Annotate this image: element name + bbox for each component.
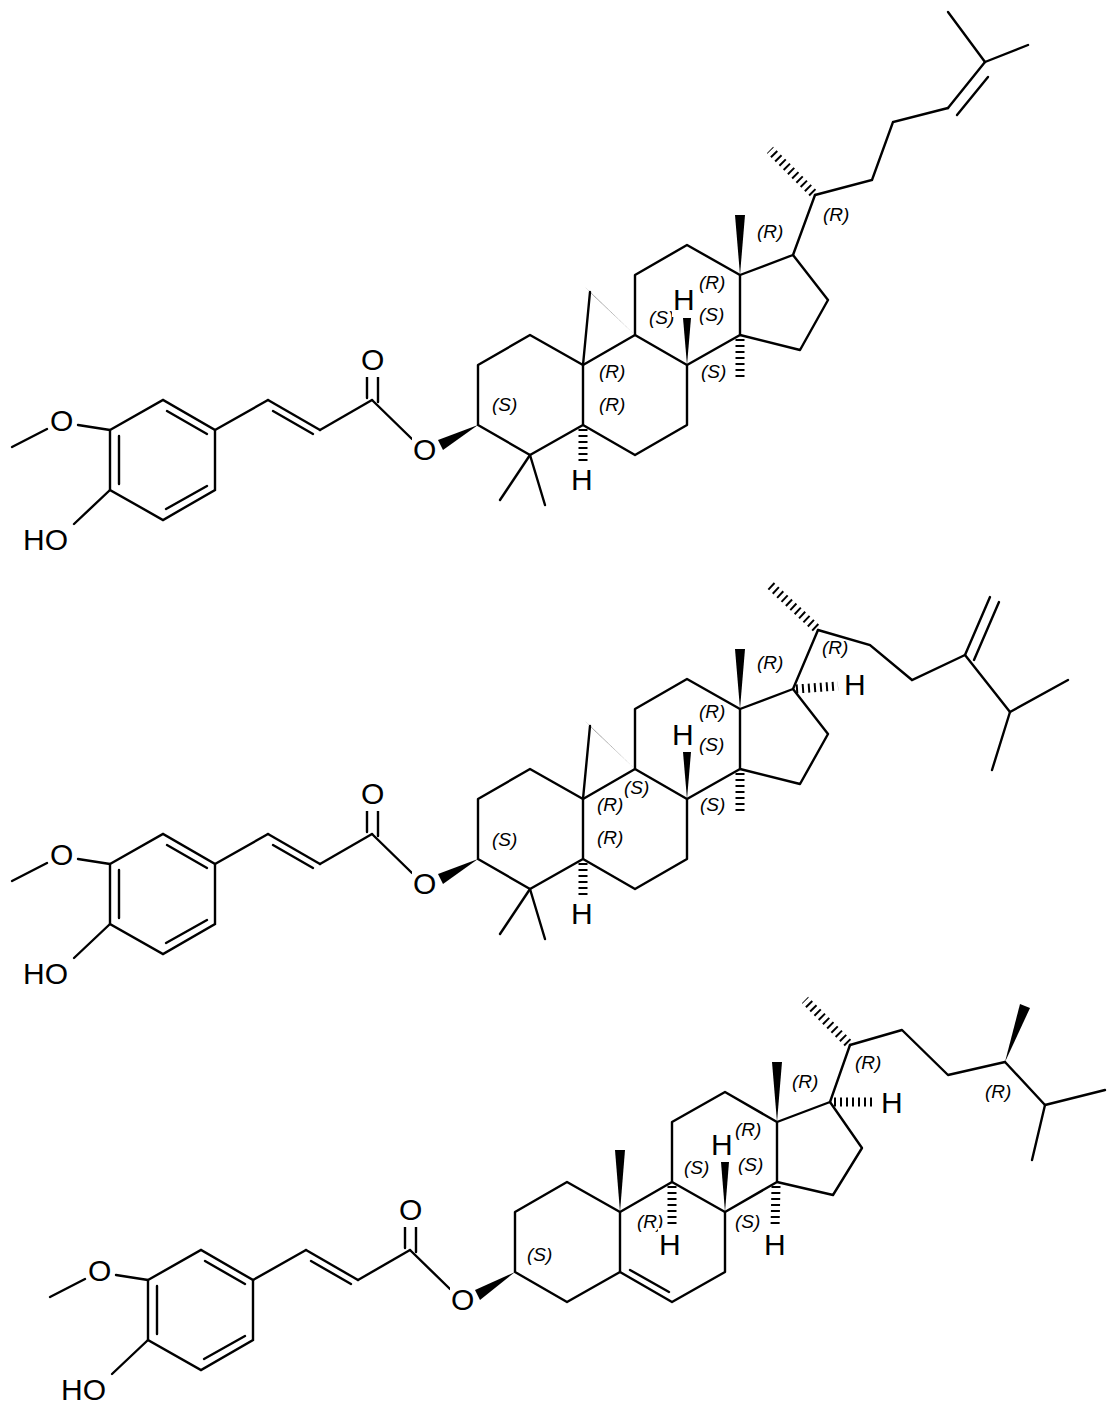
stereo-label: (S)	[699, 794, 726, 816]
stereo-label: (R)	[598, 394, 626, 416]
stereo-label: (S)	[737, 1154, 764, 1176]
stereo-label: (R)	[596, 794, 624, 816]
stereo-label: (S)	[491, 829, 518, 851]
atom-label: O	[450, 1283, 475, 1317]
stereo-label: (R)	[698, 272, 726, 294]
stereo-label: (S)	[698, 734, 725, 756]
stereo-label: (R)	[756, 221, 784, 243]
atom-label: O	[412, 433, 437, 467]
stereo-label: (S)	[623, 777, 650, 799]
stereo-label: (R)	[598, 361, 626, 383]
atom-label: H	[570, 897, 594, 931]
atom-label: HO	[60, 1373, 107, 1407]
atom-label: HO	[22, 957, 69, 991]
atom-label: O	[87, 1254, 112, 1288]
stereo-label: (R)	[854, 1052, 882, 1074]
atom-label: H	[710, 1128, 734, 1162]
atom-label: H	[672, 283, 696, 317]
stereo-label: (S)	[698, 304, 725, 326]
stereo-label: (S)	[700, 361, 727, 383]
molecule-2	[12, 585, 1068, 958]
stereo-label: (S)	[526, 1244, 553, 1266]
atom-label: HO	[22, 523, 69, 557]
stereo-label: (S)	[734, 1211, 761, 1233]
atom-label: H	[880, 1086, 904, 1120]
atom-label: H	[763, 1228, 787, 1262]
atom-label: O	[360, 343, 385, 377]
atom-label: H	[658, 1228, 682, 1262]
stereo-label: (R)	[756, 652, 784, 674]
atom-label: H	[671, 718, 695, 752]
stereo-label: (S)	[683, 1157, 710, 1179]
molecule-1	[12, 12, 1028, 524]
stereo-label: (R)	[821, 637, 849, 659]
stereo-label: (R)	[791, 1071, 819, 1093]
stereo-label: (S)	[491, 394, 518, 416]
atom-label: O	[412, 867, 437, 901]
molecule-3	[50, 1000, 1105, 1374]
atom-label: O	[49, 838, 74, 872]
stereo-label: (R)	[596, 827, 624, 849]
stereo-label: (R)	[822, 204, 850, 226]
atom-label: H	[843, 668, 867, 702]
stereo-label: (R)	[984, 1081, 1012, 1103]
atom-label: O	[360, 777, 385, 811]
atom-label: H	[570, 463, 594, 497]
atom-label: O	[398, 1193, 423, 1227]
atom-label: O	[49, 404, 74, 438]
stereo-label: (R)	[698, 701, 726, 723]
stereo-label: (R)	[734, 1119, 762, 1141]
